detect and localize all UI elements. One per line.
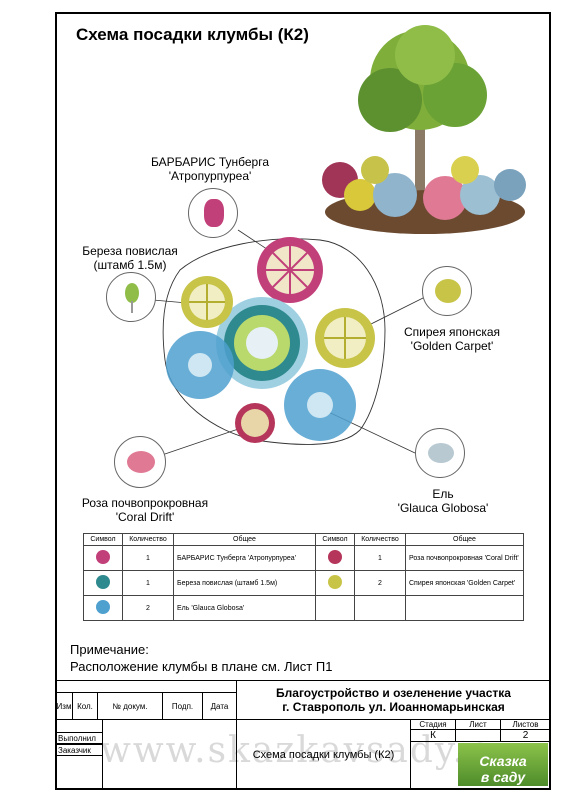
- stamp-header: Дата: [202, 692, 237, 720]
- spruce-thumbnail: [415, 428, 465, 478]
- birch-symbol: [216, 297, 308, 389]
- spruce-symbol-1: [166, 331, 234, 399]
- rose-legend-icon: [328, 550, 342, 564]
- legend-header: Символ: [315, 533, 355, 546]
- flowerbed-photo: [322, 25, 526, 234]
- legend-header: Количество: [354, 533, 406, 546]
- barberry-legend-icon: [96, 550, 110, 564]
- note-text: Расположение клумбы в плане см. Лист П1: [70, 659, 333, 674]
- legend-row: 1 БАРБАРИС Тунберга 'Атропурпуреа' 1 Роз…: [83, 545, 524, 571]
- stamp-header: Изм: [55, 692, 73, 720]
- sheets-value: 2: [500, 729, 551, 742]
- note-heading: Примечание:: [70, 642, 149, 657]
- spruce-symbol-2: [284, 369, 356, 441]
- legend-header: Общее: [405, 533, 524, 546]
- spiraea-symbol-1: [181, 276, 233, 328]
- watermark: www.skazkavsady.ru: [100, 730, 511, 771]
- spiraea-thumbnail: [422, 266, 472, 316]
- sheet-value: [455, 729, 501, 742]
- legend-row: 1 Береза повислая (штамб 1.5м) 2 Спирея …: [83, 570, 524, 596]
- legend-header: Количество: [122, 533, 174, 546]
- performed-label: Выполнил: [55, 732, 103, 744]
- stamp-header: № докум.: [97, 692, 163, 720]
- legend-table: Символ Количество Общее Символ Количеств…: [83, 533, 524, 621]
- rose-label: Роза почвопрокровная'Coral Drift': [81, 496, 209, 524]
- spiraea-label: Спирея японская'Golden Carpet': [403, 325, 501, 353]
- rose-thumbnail: [114, 436, 166, 488]
- birch-thumbnail: [106, 272, 156, 322]
- planting-plan: [152, 229, 426, 456]
- customer-label: Заказчик: [55, 744, 103, 756]
- legend-header: Общее: [173, 533, 316, 546]
- legend-row: 2 Ель 'Glauca Globosa': [83, 595, 524, 621]
- birch-legend-icon: [96, 575, 110, 589]
- legend-header-row: Символ Количество Общее Символ Количеств…: [83, 533, 524, 546]
- spiraea-symbol-2: [315, 308, 375, 368]
- barberry-thumbnail: [188, 188, 238, 238]
- stamp-header: Кол.: [72, 692, 98, 720]
- legend-header: Символ: [83, 533, 123, 546]
- drawing-name: Схема посадки клумбы (К2): [236, 719, 411, 790]
- title-block: Изм Кол. № докум. Подп. Дата Благоустрой…: [55, 680, 551, 790]
- birch-label: Береза повислая(штамб 1.5м): [82, 244, 178, 272]
- barberry-symbol: [257, 237, 323, 303]
- rose-symbol: [235, 403, 275, 443]
- page-title: Схема посадки клумбы (К2): [76, 25, 309, 44]
- spruce-label: Ель'Glauca Globosa': [397, 487, 489, 515]
- stamp-header: Подп.: [162, 692, 203, 720]
- spruce-legend-icon: [96, 600, 110, 614]
- stage-value: К: [410, 729, 456, 742]
- barberry-label: БАРБАРИС Тунберга'Атропурпуреа': [150, 155, 270, 183]
- spiraea-legend-icon: [328, 575, 342, 589]
